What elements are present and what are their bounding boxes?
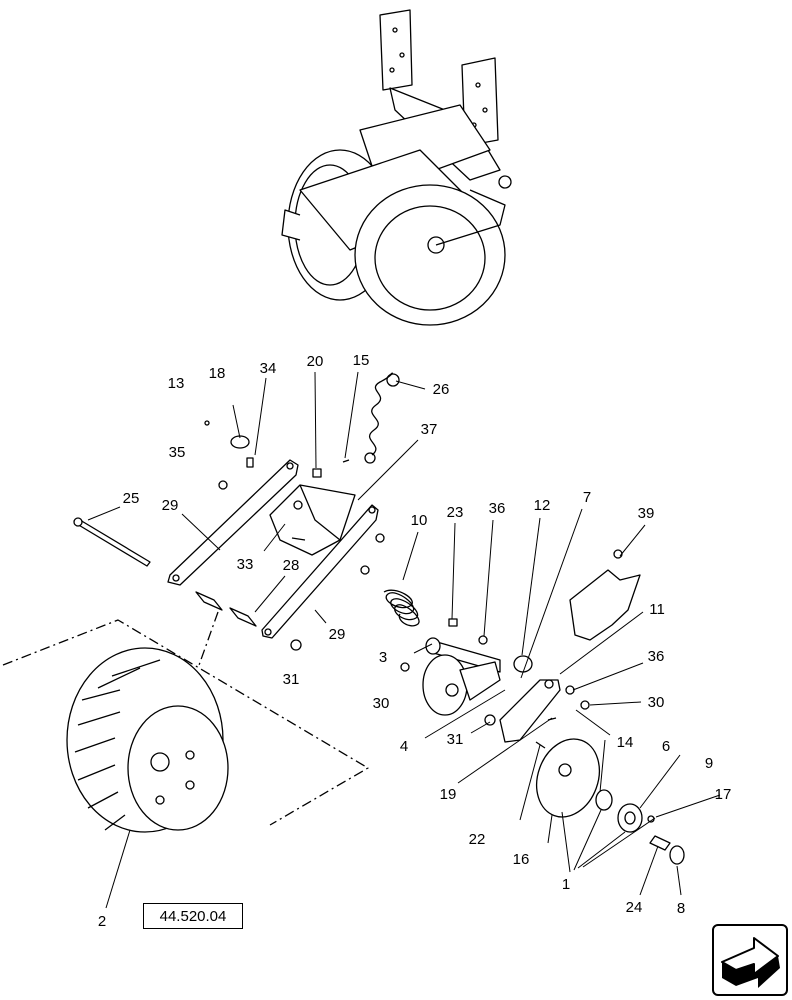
callout-12: 12 — [533, 497, 551, 514]
callout-22: 22 — [468, 831, 486, 848]
callout-30-left: 30 — [372, 695, 390, 712]
part-9-hub — [617, 803, 643, 833]
reference-link-box[interactable]: 44.520.04 — [143, 903, 243, 929]
callout-20: 20 — [306, 353, 324, 370]
callout-25: 25 — [122, 490, 140, 507]
callout-1: 1 — [561, 876, 571, 893]
callout-11: 11 — [649, 601, 665, 618]
part-10-spring — [383, 589, 420, 627]
callout-4: 4 — [399, 738, 409, 755]
callout-36-lower: 36 — [647, 648, 665, 665]
arrow-icon — [721, 937, 780, 988]
part-28-spacers — [195, 591, 257, 627]
callout-30-right: 30 — [647, 694, 665, 711]
callout-17: 17 — [714, 786, 732, 803]
callout-2: 2 — [97, 913, 107, 930]
part-29-arm-a — [167, 459, 299, 586]
callout-3: 3 — [378, 649, 388, 666]
part-25-rod — [73, 517, 151, 567]
part-26-spring — [364, 372, 400, 464]
callout-18: 18 — [208, 365, 226, 382]
callout-28: 28 — [282, 557, 300, 574]
callout-31-left: 31 — [282, 671, 300, 688]
callout-23: 23 — [446, 504, 464, 521]
callout-29-lower: 29 — [328, 626, 346, 643]
callout-13: 13 — [167, 375, 185, 392]
callout-39: 39 — [637, 505, 655, 522]
part-2-gauge-wheel — [66, 647, 229, 833]
part-6-bearing — [595, 789, 613, 811]
part-29-arm-b — [261, 504, 379, 639]
callout-10: 10 — [410, 512, 428, 529]
callout-15: 15 — [352, 352, 370, 369]
callout-34: 34 — [259, 360, 277, 377]
part-16-disc — [536, 738, 600, 818]
callout-8: 8 — [676, 900, 686, 917]
callout-35: 35 — [168, 444, 186, 461]
part-11-arm — [499, 679, 561, 743]
callout-33: 33 — [236, 556, 254, 573]
leader-lines — [87, 371, 721, 909]
callout-7: 7 — [582, 489, 592, 506]
small-hardware — [204, 420, 685, 865]
part-39-scraper — [569, 549, 641, 641]
next-page-arrow-icon[interactable] — [712, 924, 788, 996]
callout-16: 16 — [512, 851, 530, 868]
callout-6: 6 — [661, 738, 671, 755]
callout-36-upper: 36 — [488, 500, 506, 517]
callout-19: 19 — [439, 786, 457, 803]
callout-26: 26 — [432, 381, 450, 398]
callout-29-upper: 29 — [161, 497, 179, 514]
callout-9: 9 — [704, 755, 714, 772]
assembled-gauge-wheel-unit — [281, 9, 512, 326]
part-3-shaft — [422, 637, 501, 716]
callout-24: 24 — [625, 899, 643, 916]
callout-37: 37 — [420, 421, 438, 438]
wheel-group-outline — [2, 619, 369, 826]
part-12-bushing — [513, 655, 533, 673]
callout-31-right: 31 — [446, 731, 464, 748]
callout-14: 14 — [616, 734, 634, 751]
